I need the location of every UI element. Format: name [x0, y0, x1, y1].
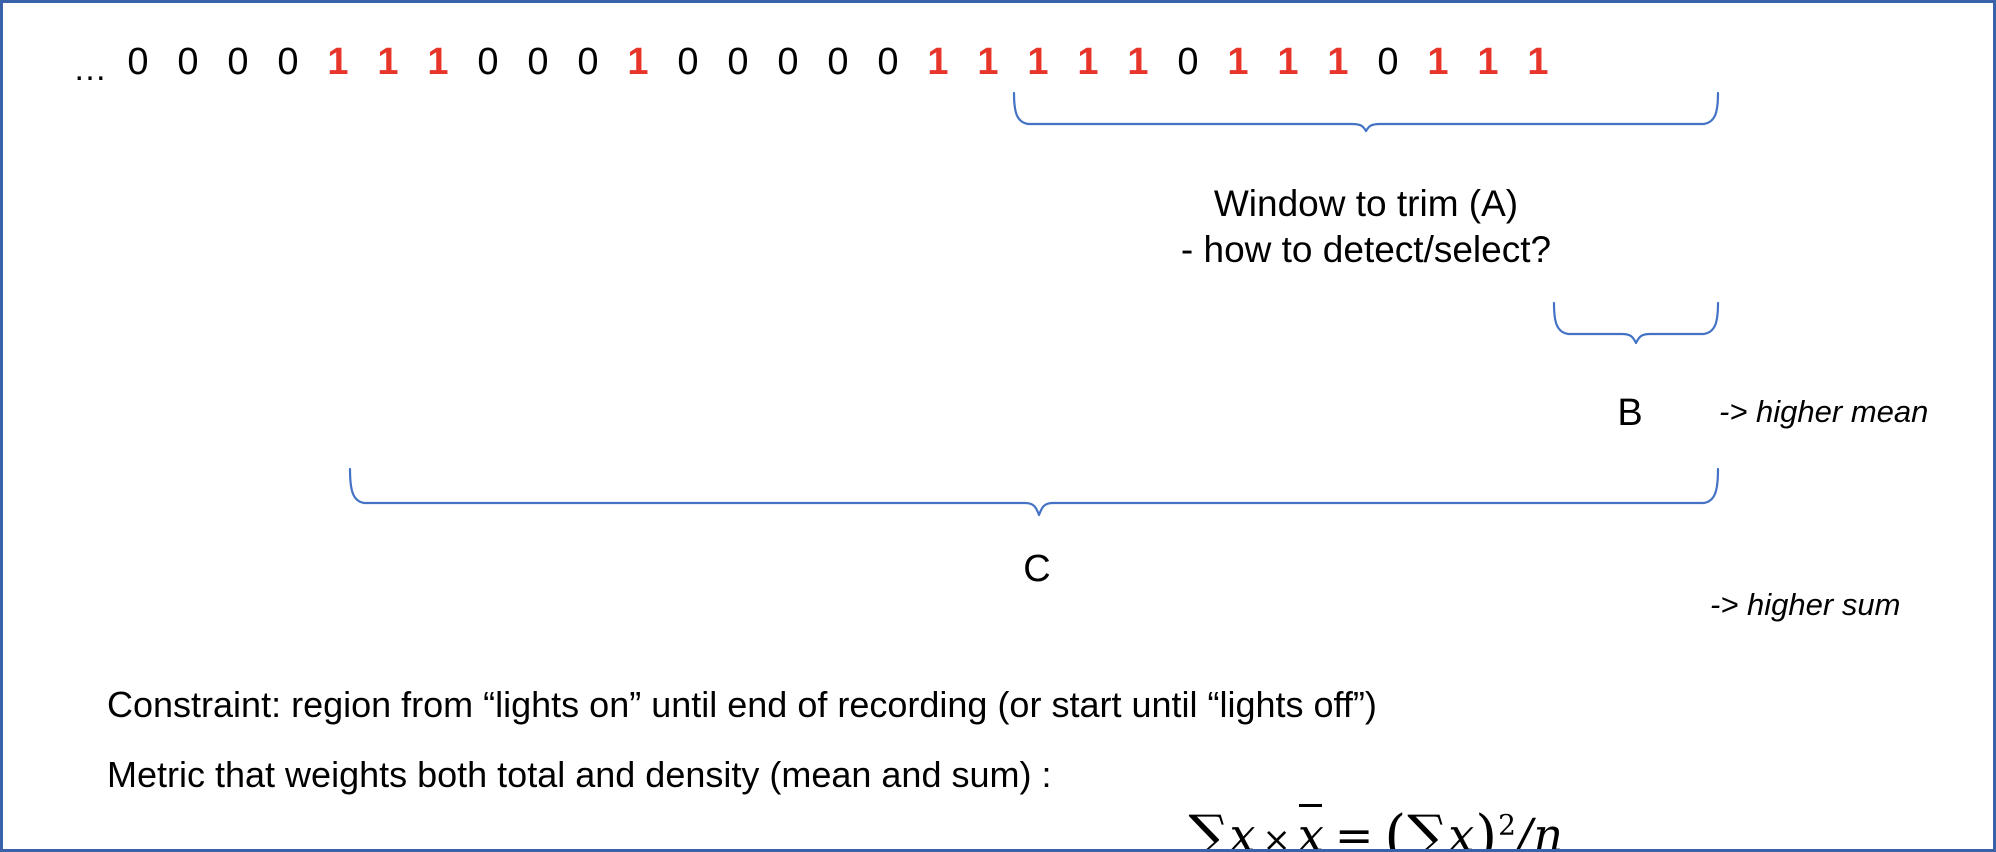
label-line: Window to trim (A)	[1213, 183, 1519, 224]
brace-a-label: Window to trim (A)- how to detect/select…	[1013, 181, 1719, 273]
formula-exponent: 2	[1498, 809, 1517, 843]
sequence-digit: 1	[1427, 41, 1449, 83]
annotation-higher-mean: -> higher mean	[1719, 394, 1929, 429]
metric-prefix-text: Metric that weights both total and densi…	[107, 753, 1052, 795]
sequence-digit: 0	[227, 41, 249, 83]
sequence-digit: 0	[1377, 41, 1399, 83]
brace-b-label: B	[1617, 392, 1643, 434]
sequence-digit: 1	[1027, 41, 1049, 83]
sequence-leading-ellipsis: …	[73, 50, 107, 88]
formula-close-paren: )	[1475, 804, 1499, 852]
formula-equals: =	[1334, 808, 1375, 852]
sequence-digit: 1	[1077, 41, 1099, 83]
sequence-digit: 1	[327, 41, 349, 83]
bottom-text-block: Constraint: region from “lights on” unti…	[107, 681, 1907, 852]
brace-b	[1551, 301, 1721, 345]
sequence-digit: 1	[1477, 41, 1499, 83]
formula-open-paren: (	[1384, 804, 1408, 852]
sequence-digit: 1	[427, 41, 449, 83]
sequence-digit: 1	[627, 41, 649, 83]
formula-x-1: x	[1229, 808, 1257, 852]
sequence-digit: 0	[127, 41, 149, 83]
formula-times-glyph: ×	[1262, 820, 1292, 852]
sequence-digit: 0	[877, 41, 899, 83]
brace-c	[347, 467, 1721, 517]
sequence-digit: 0	[277, 41, 299, 83]
sequence-digit: 1	[977, 41, 999, 83]
sequence-digit: 0	[577, 41, 599, 83]
sequence-digit: 1	[1527, 41, 1549, 83]
sequence-digit: 0	[1177, 41, 1199, 83]
sequence-digit: 1	[1277, 41, 1299, 83]
sequence-digit: 1	[1227, 41, 1249, 83]
constraint-line: Constraint: region from “lights on” unti…	[107, 684, 1377, 725]
sequence-digit: 1	[927, 41, 949, 83]
formula-sum-glyph-1: ∑	[1188, 804, 1230, 852]
brace-c-label: C	[1023, 548, 1051, 590]
sequence-digit: 0	[477, 41, 499, 83]
sequence-digit: 0	[727, 41, 749, 83]
sequence-digit: 1	[1327, 41, 1349, 83]
sequence-digit: 0	[527, 41, 549, 83]
metric-line: Metric that weights both total and densi…	[107, 742, 1907, 852]
sequence-digit: 1	[377, 41, 399, 83]
formula-x-bar: x	[1297, 804, 1325, 852]
sequence-digit: 0	[827, 41, 849, 83]
sequence-digit: 1	[1127, 41, 1149, 83]
sequence-digit: 0	[777, 41, 799, 83]
overbar	[1298, 804, 1322, 808]
formula-x-3: x	[1448, 808, 1476, 852]
sequence-digit: 0	[177, 41, 199, 83]
formula-x-2: x	[1297, 808, 1325, 852]
metric-formula: ∑x×x=(∑x)2/n	[1063, 742, 1565, 852]
brace-a	[1011, 91, 1721, 133]
formula-slash-n: /n	[1516, 808, 1565, 852]
annotation-higher-sum: -> higher sum	[1710, 587, 1901, 622]
label-line: - how to detect/select?	[1180, 228, 1552, 270]
formula-sum-glyph-2: ∑	[1407, 804, 1449, 852]
sequence-digit: 0	[677, 41, 699, 83]
